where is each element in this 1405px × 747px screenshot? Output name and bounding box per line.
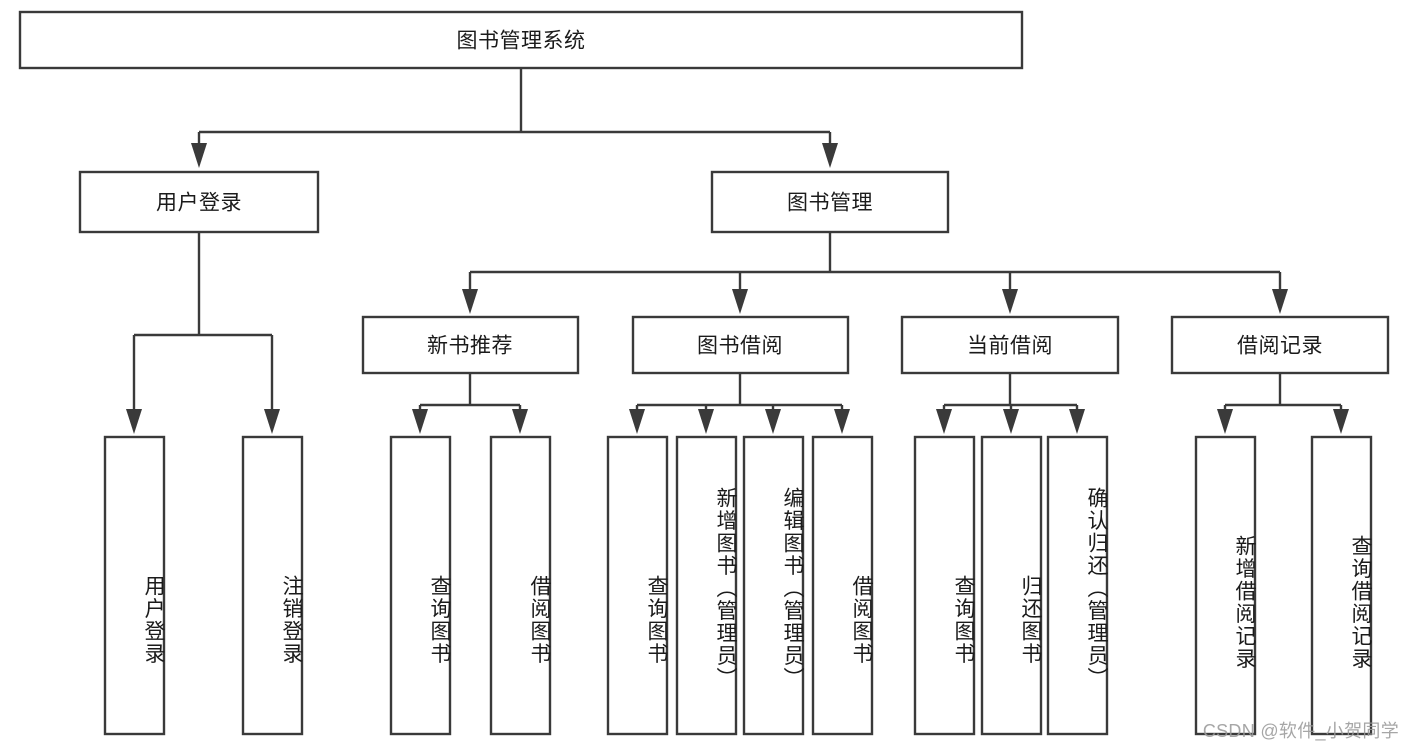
node-book-borrow[interactable]: 图书借阅 [631, 315, 850, 375]
new-book-recommend-box[interactable] [361, 315, 580, 375]
current-borrow-box[interactable] [900, 315, 1120, 375]
leaf-box-query-book-1[interactable] [389, 435, 452, 736]
leaf-box-return-book[interactable] [980, 435, 1043, 736]
user-login-label: 用户登录 [156, 192, 242, 215]
user-login-box[interactable] [78, 170, 320, 234]
connector-borrow-record-to-leaves [1217, 373, 1349, 434]
leaf-box-query-borrow-record[interactable] [1310, 435, 1373, 736]
connector-new-book-recommend-to-leaves [412, 373, 528, 434]
node-user-login[interactable]: 用户登录 [78, 170, 320, 234]
leaf-box-logout[interactable] [241, 435, 304, 736]
root-box[interactable] [18, 10, 1024, 70]
node-root[interactable]: 图书管理系统 [18, 10, 1024, 70]
root-label: 图书管理系统 [457, 30, 586, 53]
connector-book-borrow-to-leaves [629, 373, 850, 434]
connector-user-login-to-leaves [126, 232, 280, 434]
book-manage-label: 图书管理 [787, 192, 873, 215]
leaf-box-add-book-admin[interactable] [675, 435, 738, 736]
leaf-box-query-book-3[interactable] [913, 435, 976, 736]
leaf-box-add-borrow-record[interactable] [1194, 435, 1257, 736]
leaf-box-user-login[interactable] [103, 435, 166, 736]
arrow-to-book-manage [822, 143, 838, 168]
connector-book-manage-to-level2 [462, 232, 1288, 314]
node-book-manage[interactable]: 图书管理 [710, 170, 950, 234]
node-new-book-recommend[interactable]: 新书推荐 [361, 315, 580, 375]
arrow-to-user-login [191, 143, 207, 168]
connector-root-to-level1 [191, 68, 838, 168]
current-borrow-label: 当前借阅 [967, 335, 1053, 358]
new-book-recommend-label: 新书推荐 [427, 335, 513, 358]
leaf-box-confirm-return-admin[interactable] [1046, 435, 1109, 736]
csdn-watermark: CSDN @软件_小贺同学 [1202, 721, 1399, 741]
borrow-record-label: 借阅记录 [1237, 335, 1323, 358]
connector-current-borrow-to-leaves [936, 373, 1085, 434]
leaf-box-edit-book-admin[interactable] [742, 435, 805, 736]
leaf-box-query-book-2[interactable] [606, 435, 669, 736]
node-borrow-record[interactable]: 借阅记录 [1170, 315, 1390, 375]
leaf-box-borrow-book-2[interactable] [811, 435, 874, 736]
leaf-box-borrow-book-1[interactable] [489, 435, 552, 736]
node-current-borrow[interactable]: 当前借阅 [900, 315, 1120, 375]
book-borrow-label: 图书借阅 [697, 335, 783, 358]
